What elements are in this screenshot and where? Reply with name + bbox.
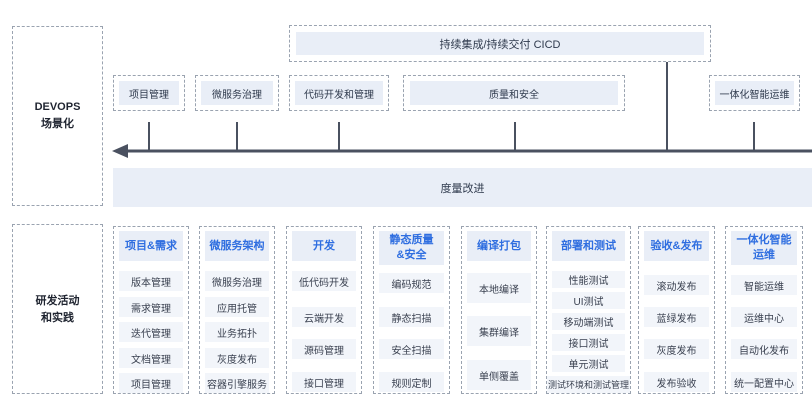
scene-label-box: DEVOPS 场景化 — [12, 26, 103, 206]
timeline-arrow — [112, 144, 812, 158]
column-title: 静态质量 &安全 — [379, 231, 444, 265]
cicd-box: 持续集成/持续交付 CICD — [289, 25, 711, 62]
column-item: 编码规范 — [379, 273, 444, 293]
column-item: 业务拓扑 — [205, 322, 269, 342]
column-item: 蓝绿发布 — [644, 307, 709, 327]
column-item: 运维中心 — [731, 307, 797, 327]
column-item: 单侧覆盖 — [467, 360, 531, 390]
connector-line — [338, 122, 340, 151]
scene-label-line2: 场景化 — [41, 118, 74, 130]
column-item: 源码管理 — [292, 339, 356, 359]
column-title: 项目&需求 — [119, 231, 183, 261]
connector-line — [148, 122, 150, 151]
scene-box-label: 一体化智能运维 — [715, 81, 794, 105]
column-item: 灰度发布 — [205, 348, 269, 368]
practice-column-project: 项目&需求 版本管理 需求管理 迭代管理 文档管理 项目管理 — [113, 226, 189, 394]
column-item: 项目管理 — [119, 373, 183, 393]
metrics-bar: 度量改进 — [113, 168, 812, 207]
column-item: 需求管理 — [119, 297, 183, 317]
column-item: 发布验收 — [644, 372, 709, 392]
column-item: 集群编译 — [467, 316, 531, 346]
column-title-line1: 静态质量 — [389, 234, 434, 246]
column-item: 微服务治理 — [205, 271, 269, 291]
practice-column-ops: 一体化智能 运维 智能运维 运维中心 自动化发布 统一配置中心 — [725, 226, 803, 394]
column-item: 文档管理 — [119, 348, 183, 368]
column-item: 接口测试 — [552, 334, 625, 351]
practice-column-dev: 开发 低代码开发 云端开发 源码管理 接口管理 — [286, 226, 362, 394]
connector-line — [236, 122, 238, 151]
column-item: 性能测试 — [552, 271, 625, 288]
scene-box-label: 质量和安全 — [410, 81, 618, 105]
column-item: 移动端测试 — [552, 313, 625, 330]
column-item: 迭代管理 — [119, 322, 183, 342]
practice-label-line2: 和实践 — [41, 312, 74, 324]
connector-line — [753, 122, 755, 151]
column-item: 接口管理 — [292, 372, 356, 392]
column-item: 单元测试 — [552, 355, 625, 372]
column-item: 版本管理 — [119, 271, 183, 291]
column-title: 一体化智能 运维 — [731, 231, 797, 265]
column-item: UI测试 — [552, 292, 625, 309]
practice-label: 研发活动 和实践 — [13, 293, 102, 327]
scene-box-project: 项目管理 — [113, 75, 185, 111]
column-item: 统一配置中心 — [731, 372, 797, 392]
column-item: 测试环境和测试管理 — [547, 376, 630, 393]
practice-column-microservice: 微服务架构 微服务治理 应用托管 业务拓扑 灰度发布 容器引擎服务 — [199, 226, 275, 394]
column-title: 编译打包 — [467, 231, 531, 261]
scene-box-ops: 一体化智能运维 — [709, 75, 800, 111]
scene-box-code: 代码开发和管理 — [289, 75, 389, 111]
column-item: 容器引擎服务 — [205, 373, 269, 393]
column-item: 本地编译 — [467, 273, 531, 303]
column-title: 微服务架构 — [205, 231, 269, 261]
column-title-line2: 运维 — [753, 249, 775, 261]
practice-column-build: 编译打包 本地编译 集群编译 单侧覆盖 — [461, 226, 537, 394]
scene-box-label: 代码开发和管理 — [295, 81, 383, 105]
column-item: 静态扫描 — [379, 307, 444, 327]
column-title: 部署和测试 — [552, 231, 625, 261]
practice-label-box: 研发活动 和实践 — [12, 224, 103, 394]
column-title: 验收&发布 — [644, 231, 709, 261]
connector-line — [666, 62, 668, 151]
column-title-line2: &安全 — [396, 249, 427, 261]
scene-box-label: 项目管理 — [119, 81, 179, 105]
column-item: 规则定制 — [379, 372, 444, 392]
practice-column-deploy-test: 部署和测试 性能测试 UI测试 移动端测试 接口测试 单元测试 测试环境和测试管… — [546, 226, 631, 394]
scene-box-quality: 质量和安全 — [403, 75, 625, 111]
scene-box-label: 微服务治理 — [201, 81, 273, 105]
cicd-label: 持续集成/持续交付 CICD — [296, 32, 704, 55]
column-item: 应用托管 — [205, 297, 269, 317]
practice-label-line1: 研发活动 — [35, 295, 80, 307]
column-item: 低代码开发 — [292, 271, 356, 291]
column-item: 自动化发布 — [731, 339, 797, 359]
column-title: 开发 — [292, 231, 356, 261]
column-item: 智能运维 — [731, 275, 797, 295]
scene-box-microservice: 微服务治理 — [195, 75, 279, 111]
column-item: 云端开发 — [292, 307, 356, 327]
scene-label-line1: DEVOPS — [34, 101, 81, 113]
column-item: 安全扫描 — [379, 339, 444, 359]
column-item: 滚动发布 — [644, 275, 709, 295]
practice-column-release: 验收&发布 滚动发布 蓝绿发布 灰度发布 发布验收 — [638, 226, 715, 394]
connector-line — [514, 122, 516, 151]
practice-column-static-quality: 静态质量 &安全 编码规范 静态扫描 安全扫描 规则定制 — [373, 226, 450, 394]
column-item: 灰度发布 — [644, 339, 709, 359]
column-title-line1: 一体化智能 — [736, 234, 792, 246]
scene-label: DEVOPS 场景化 — [13, 99, 102, 133]
